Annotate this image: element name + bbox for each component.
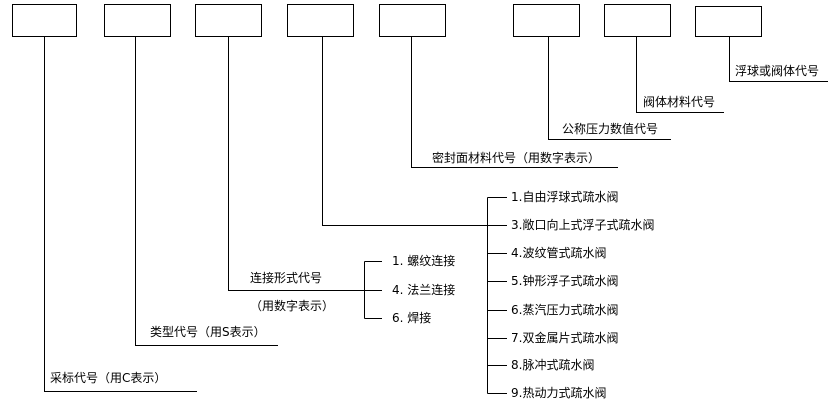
code-box-7	[604, 4, 671, 37]
connection-options-bracket	[364, 261, 382, 319]
code-box-8	[695, 6, 762, 37]
trap-type-option-5: 5.钟形浮子式疏水阀	[511, 273, 618, 288]
leader-float-body	[729, 36, 828, 82]
trap-type-option-6: 6.蒸汽压力式疏水阀	[511, 302, 618, 317]
code-box-4	[287, 4, 354, 37]
label-nominal-pressure: 公称压力数值代号	[562, 121, 658, 136]
leader-body-material	[636, 36, 724, 113]
leader-nominal-pressure	[548, 36, 671, 140]
trap-type-option-7: 7.双金属片式疏水阀	[511, 330, 618, 345]
connection-option-3: 6. 焊接	[392, 310, 431, 325]
label-body-material: 阀体材料代号	[643, 95, 715, 109]
label-seal-material: 密封面材料代号（用数字表示）	[432, 150, 600, 165]
leader-standard-code	[44, 36, 197, 392]
label-float-body: 浮球或阀体代号	[735, 64, 819, 78]
code-box-2	[104, 4, 171, 37]
code-box-3	[195, 4, 262, 37]
leader-seal-material	[411, 36, 618, 168]
code-box-6	[513, 4, 580, 37]
trap-type-option-4: 4.波纹管式疏水阀	[511, 245, 606, 260]
leader-connection-type	[228, 36, 364, 291]
leader-trap-type	[322, 36, 487, 226]
trap-type-option-1: 1.自由浮球式疏水阀	[511, 189, 618, 204]
code-box-1	[12, 4, 77, 37]
trap-type-option-9: 9.热动力式疏水阀	[511, 385, 606, 400]
trap-type-bracket	[487, 197, 507, 394]
label-connection-type: 连接形式代号	[250, 270, 322, 285]
label-connection-type-note: （用数字表示）	[250, 298, 334, 313]
connection-option-1: 1. 螺纹连接	[392, 253, 455, 268]
label-type-code: 类型代号（用S表示）	[150, 325, 266, 339]
code-box-5	[379, 4, 446, 37]
leader-type-code	[135, 36, 278, 346]
trap-type-option-3: 3.敞口向上式浮子式疏水阀	[511, 217, 654, 232]
label-standard-code: 采标代号（用C表示）	[50, 371, 166, 385]
connection-option-2: 4. 法兰连接	[392, 282, 455, 297]
trap-type-option-8: 8.脉冲式疏水阀	[511, 357, 594, 372]
